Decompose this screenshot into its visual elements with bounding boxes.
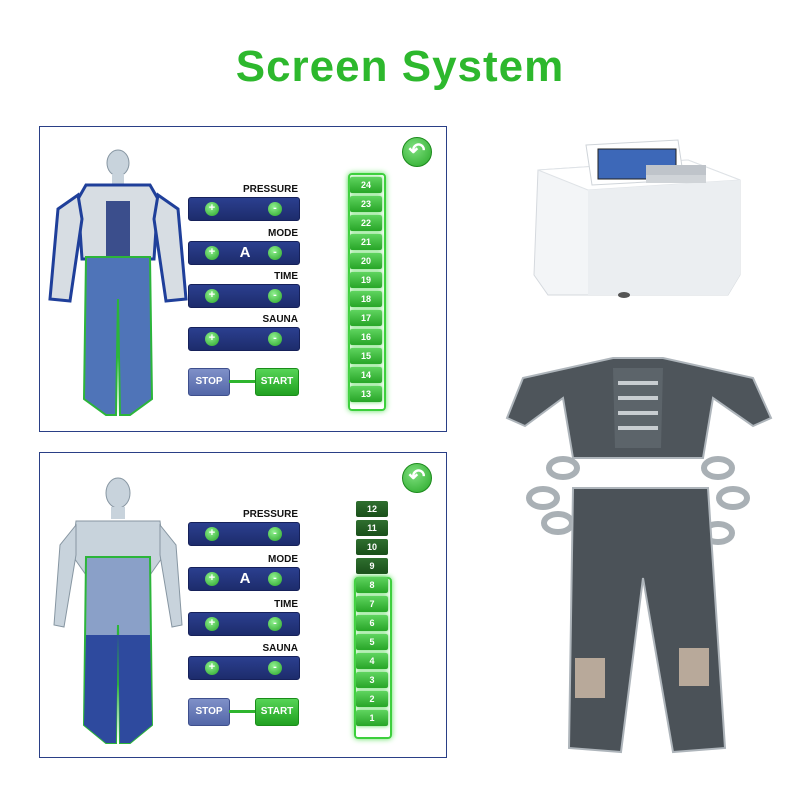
level-button-6[interactable]: 6 (356, 615, 388, 631)
level-button-14[interactable]: 14 (350, 367, 382, 383)
sauna-label: SAUNA (262, 643, 298, 654)
level-button-4[interactable]: 4 (356, 653, 388, 669)
level-button-11[interactable]: 11 (356, 520, 388, 536)
level-button-7[interactable]: 7 (356, 596, 388, 612)
back-arrow-icon[interactable] (402, 137, 432, 167)
mode-label: MODE (268, 554, 298, 565)
level-button-5[interactable]: 5 (356, 634, 388, 650)
pressure-plus-button[interactable]: + (205, 527, 219, 541)
pressure-control: + - (188, 522, 300, 546)
level-button-9[interactable]: 9 (356, 558, 388, 574)
level-button-20[interactable]: 20 (350, 253, 382, 269)
sauna-plus-button[interactable]: + (205, 332, 219, 346)
mode-value: A (239, 244, 251, 261)
stop-button[interactable]: STOP (188, 698, 230, 726)
pressure-minus-button[interactable]: - (268, 202, 282, 216)
mode-control: + A - (188, 241, 300, 265)
control-panel-lower: PRESSURE + - MODE + A - TIME + - SAUNA +… (39, 452, 447, 758)
mode-plus-button[interactable]: + (205, 246, 219, 260)
level-button-18[interactable]: 18 (350, 291, 382, 307)
mode-control: + A - (188, 567, 300, 591)
pressure-minus-button[interactable]: - (268, 527, 282, 541)
mode-minus-button[interactable]: - (268, 246, 282, 260)
back-arrow-icon[interactable] (402, 463, 432, 493)
sauna-control: + - (188, 327, 300, 351)
time-label: TIME (274, 271, 298, 282)
level-button-10[interactable]: 10 (356, 539, 388, 555)
level-button-22[interactable]: 22 (350, 215, 382, 231)
mode-label: MODE (268, 228, 298, 239)
start-button[interactable]: START (255, 698, 299, 726)
sauna-control: + - (188, 656, 300, 680)
level-button-1[interactable]: 1 (356, 710, 388, 726)
time-label: TIME (274, 599, 298, 610)
mode-plus-button[interactable]: + (205, 572, 219, 586)
level-button-17[interactable]: 17 (350, 310, 382, 326)
level-button-15[interactable]: 15 (350, 348, 382, 364)
time-control: + - (188, 612, 300, 636)
level-button-24[interactable]: 24 (350, 177, 382, 193)
stop-start-connector (229, 710, 255, 713)
pressure-plus-button[interactable]: + (205, 202, 219, 216)
level-frame (348, 173, 386, 411)
device-photo (533, 139, 741, 298)
sauna-minus-button[interactable]: - (268, 332, 282, 346)
time-plus-button[interactable]: + (205, 617, 219, 631)
pressure-control: + - (188, 197, 300, 221)
level-button-3[interactable]: 3 (356, 672, 388, 688)
level-button-12[interactable]: 12 (356, 501, 388, 517)
mode-minus-button[interactable]: - (268, 572, 282, 586)
level-button-13[interactable]: 13 (350, 386, 382, 402)
time-minus-button[interactable]: - (268, 289, 282, 303)
pressure-label: PRESSURE (242, 184, 298, 195)
compression-suit-photo (505, 357, 773, 754)
pressure-label: PRESSURE (242, 509, 298, 520)
start-button[interactable]: START (255, 368, 299, 396)
time-plus-button[interactable]: + (205, 289, 219, 303)
sauna-label: SAUNA (262, 314, 298, 325)
mode-value: A (239, 570, 251, 587)
time-control: + - (188, 284, 300, 308)
level-button-16[interactable]: 16 (350, 329, 382, 345)
sauna-plus-button[interactable]: + (205, 661, 219, 675)
level-button-23[interactable]: 23 (350, 196, 382, 212)
level-button-8[interactable]: 8 (356, 577, 388, 593)
level-button-21[interactable]: 21 (350, 234, 382, 250)
control-panel-upper: PRESSURE + - MODE + A - TIME + - SAUNA +… (39, 126, 447, 432)
sauna-minus-button[interactable]: - (268, 661, 282, 675)
page-title: Screen System (235, 42, 565, 91)
level-button-2[interactable]: 2 (356, 691, 388, 707)
body-figure-full-suit (48, 149, 188, 416)
stop-start-connector (229, 380, 255, 383)
stop-button[interactable]: STOP (188, 368, 230, 396)
body-figure-pants (53, 477, 183, 744)
level-button-19[interactable]: 19 (350, 272, 382, 288)
time-minus-button[interactable]: - (268, 617, 282, 631)
